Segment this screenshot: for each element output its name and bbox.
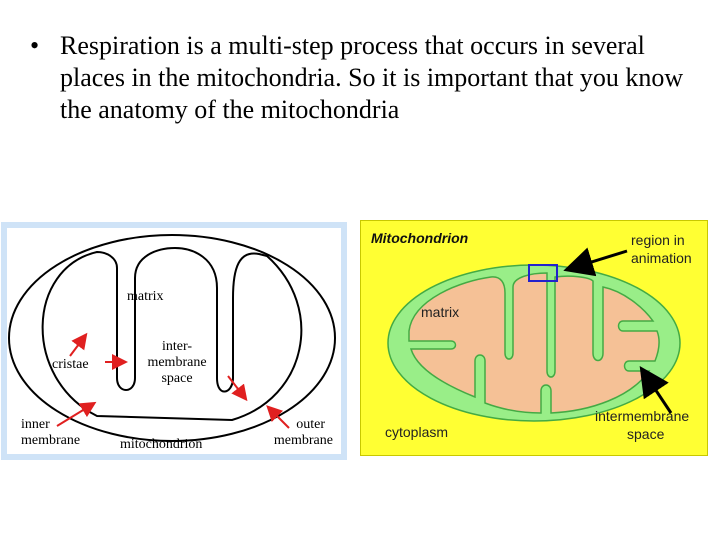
- label-region-2: animation: [631, 250, 692, 266]
- label-intermembrane-1: inter-: [162, 339, 192, 354]
- diagram-title: Mitochondrion: [371, 230, 468, 246]
- inner-membrane-shape: [41, 246, 303, 422]
- intermembrane-arrow: [639, 366, 673, 414]
- outer-membrane-arrow: [266, 405, 290, 429]
- label-intermembrane-3: space: [161, 371, 192, 386]
- label-inner-2: membrane: [21, 433, 80, 448]
- bullet-point: • Respiration is a multi-step process th…: [30, 30, 700, 126]
- mitochondrion-line-svg: matrix cristae inter- membrane space inn…: [8, 234, 336, 452]
- label-region-1: region in: [631, 232, 685, 248]
- label-intermembrane-1: intermembrane: [595, 408, 689, 424]
- label-outer-1: outer: [296, 417, 325, 432]
- label-matrix: matrix: [127, 289, 164, 304]
- mitochondrion-color-svg: Mitochondrion region in animation matrix…: [371, 230, 692, 442]
- label-matrix: matrix: [421, 304, 459, 320]
- label-cristae: cristae: [52, 357, 89, 372]
- intermembrane-arrow: [227, 375, 248, 402]
- diagram-canvas: matrix cristae inter- membrane space inn…: [7, 228, 341, 454]
- region-arrow: [563, 247, 628, 277]
- label-outer-2: membrane: [274, 433, 333, 448]
- inner-membrane-arrow: [56, 401, 97, 427]
- label-mitochondrion: mitochondrion: [120, 437, 202, 452]
- bullet-text: Respiration is a multi-step process that…: [60, 31, 684, 124]
- cristae-arrow-2: [69, 332, 88, 357]
- bullet-symbol: •: [30, 31, 40, 60]
- label-intermembrane-2: membrane: [147, 355, 206, 370]
- region-box: [528, 264, 558, 282]
- outer-membrane-shape: [8, 234, 336, 442]
- label-intermembrane-2: space: [627, 426, 665, 442]
- matrix-shape: [408, 272, 660, 414]
- mitochondrion-line-diagram: matrix cristae inter- membrane space inn…: [1, 222, 347, 460]
- mitochondrion-color-diagram: Mitochondrion region in animation matrix…: [360, 220, 708, 456]
- label-inner-1: inner: [21, 417, 50, 432]
- label-cytoplasm: cytoplasm: [385, 424, 448, 440]
